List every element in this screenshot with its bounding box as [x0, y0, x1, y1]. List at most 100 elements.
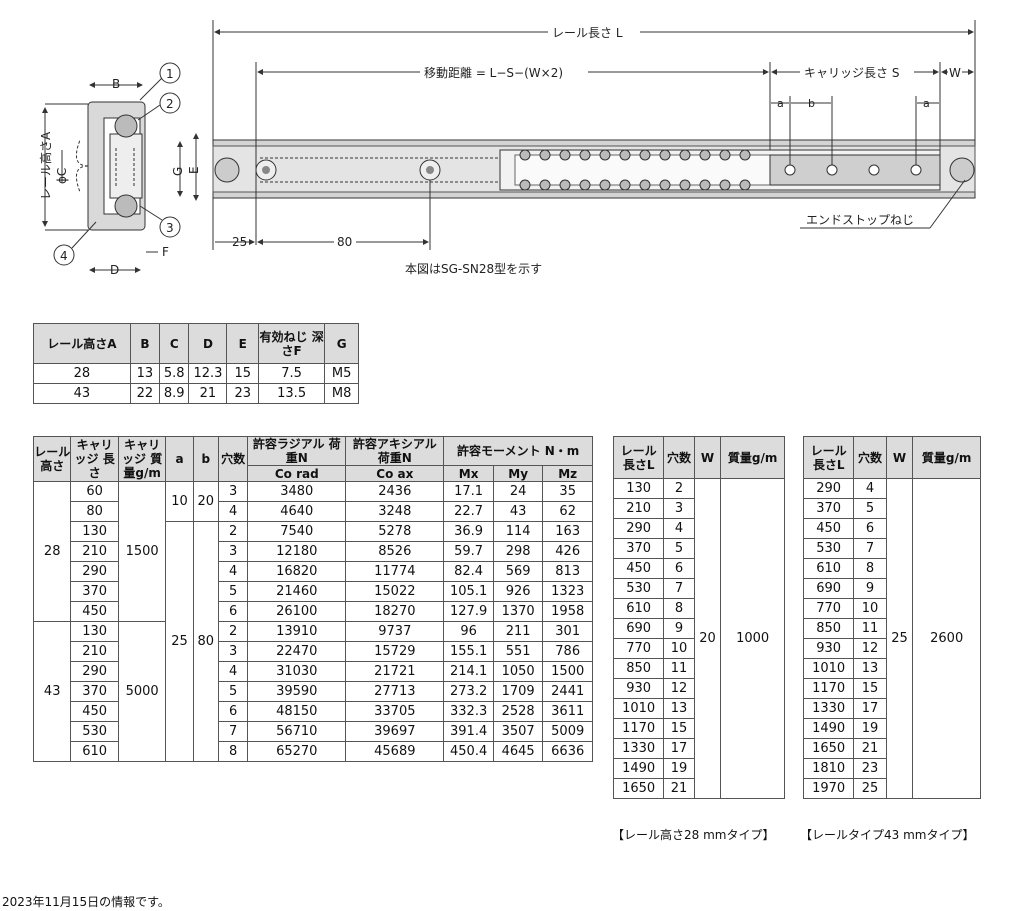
travel-label: 移動距離 = L−S−(W×2) [424, 66, 563, 80]
dim-b: b [808, 97, 815, 110]
th-holes: 穴数 [217, 436, 249, 482]
rail28-caption: 【レール高さ28 mmタイプ】 [612, 828, 775, 842]
svg-text:1: 1 [166, 67, 174, 81]
th-w: W [693, 436, 722, 479]
dim-C: ϕC [55, 168, 69, 184]
dim-B: B [112, 77, 120, 91]
th-E: E [226, 323, 259, 364]
th-my: My [492, 465, 544, 482]
w-label: W [949, 66, 961, 80]
th-rail-height: レール 高さ [32, 436, 72, 482]
th-mz: Mz [542, 465, 593, 482]
th-B: B [129, 323, 161, 364]
callout-1: 1 [139, 62, 181, 101]
th-rail-height: レール高さA [33, 323, 131, 364]
dim-E: E [187, 166, 201, 174]
svg-text:4: 4 [60, 249, 68, 263]
th-axial-sub: Co ax [345, 465, 445, 482]
th-a: a [165, 436, 194, 482]
callout-2: 2 [137, 92, 181, 121]
th-b: b [192, 436, 219, 482]
th-rail-length: レール 長さL [612, 436, 665, 479]
th-mass: 質量g/m [912, 436, 981, 479]
th-carriage-mass: キャリッジ 質量g/m [117, 436, 167, 482]
th-holes: 穴数 [853, 436, 887, 479]
th-holes: 穴数 [663, 436, 695, 479]
th-C: C [159, 323, 190, 364]
th-radial-sub: Co rad [247, 465, 347, 482]
svg-text:3: 3 [166, 221, 174, 235]
cross-section: レール高さA B D F G E ϕC 1 2 3 4 [38, 62, 201, 277]
th-w: W [885, 436, 914, 479]
th-G: G [324, 323, 359, 364]
rail-side-view [212, 139, 976, 199]
footer-note: 2023年11月15日の情報です。 [2, 895, 170, 909]
th-moment: 許容モーメント N・m [443, 436, 593, 466]
load-table: レール 高さ キャリッジ 長さ キャリッジ 質量g/m a b 穴数 許容ラジア… [32, 436, 593, 762]
carriage-length-label: キャリッジ長さ S [804, 66, 899, 80]
rail-height-label: レール高さA [38, 131, 53, 200]
th-rail-length: レール 長さL [802, 436, 855, 479]
rail-drawing: レール高さA B D F G E ϕC 1 2 3 4 [38, 20, 976, 277]
th-F: 有効ねじ 深さF [257, 323, 326, 364]
rail43-caption: 【レールタイプ43 mmタイプ】 [800, 828, 975, 842]
th-mx: Mx [443, 465, 494, 482]
end-stop-label: エンドストップねじ [806, 213, 914, 227]
dim-a-2: a [923, 97, 930, 110]
th-radial: 許容ラジアル 荷重N [247, 436, 347, 466]
svg-text:2: 2 [166, 97, 174, 111]
dim-25: 25 [232, 235, 247, 249]
model-note: 本図はSG-SN28型を示す [405, 262, 542, 276]
th-mass: 質量g/m [720, 436, 785, 479]
dim-80: 80 [337, 235, 352, 249]
dim-F: F [162, 245, 169, 259]
dim-D: D [110, 263, 119, 277]
rail-length-label: レール長さ L [552, 26, 623, 40]
callout-4: 4 [53, 221, 97, 266]
th-carriage-length: キャリッジ 長さ [70, 436, 119, 482]
callout-3: 3 [139, 205, 181, 238]
th-axial: 許容アキシアル 荷重N [345, 436, 445, 466]
th-D: D [188, 323, 228, 364]
